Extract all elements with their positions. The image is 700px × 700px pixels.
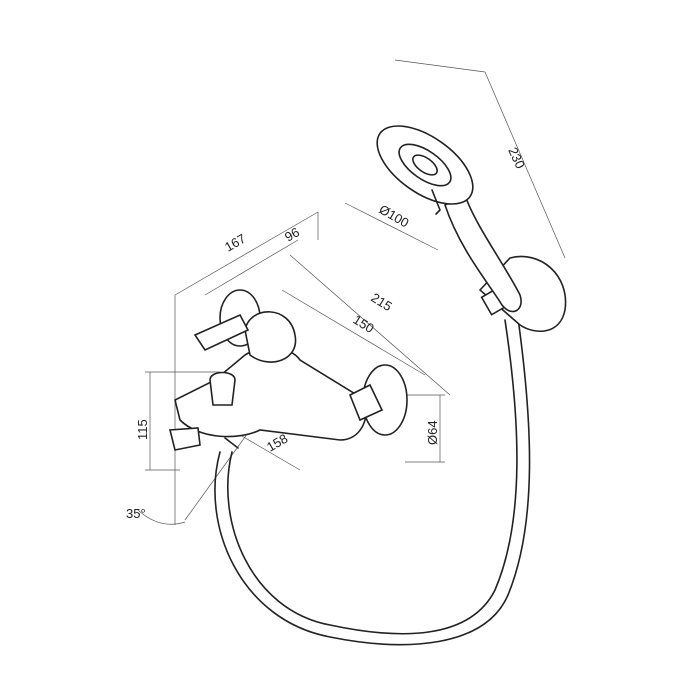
dim-115: 115 (135, 419, 150, 440)
dim-d64: Ø64 (425, 420, 440, 445)
hand-shower (376, 125, 522, 313)
dim-150: 150 (350, 312, 376, 336)
dim-230: 230 (505, 145, 528, 171)
dim-215: 215 (368, 290, 394, 314)
dim-167: 167 (222, 231, 248, 255)
dim-96: 96 (282, 224, 302, 244)
dim-35-angle: 35° (126, 506, 146, 521)
dim-d100: Ø100 (377, 202, 412, 231)
mixer-body (168, 289, 408, 451)
shower-hose (227, 319, 518, 635)
dimension-lines (137, 59, 566, 525)
